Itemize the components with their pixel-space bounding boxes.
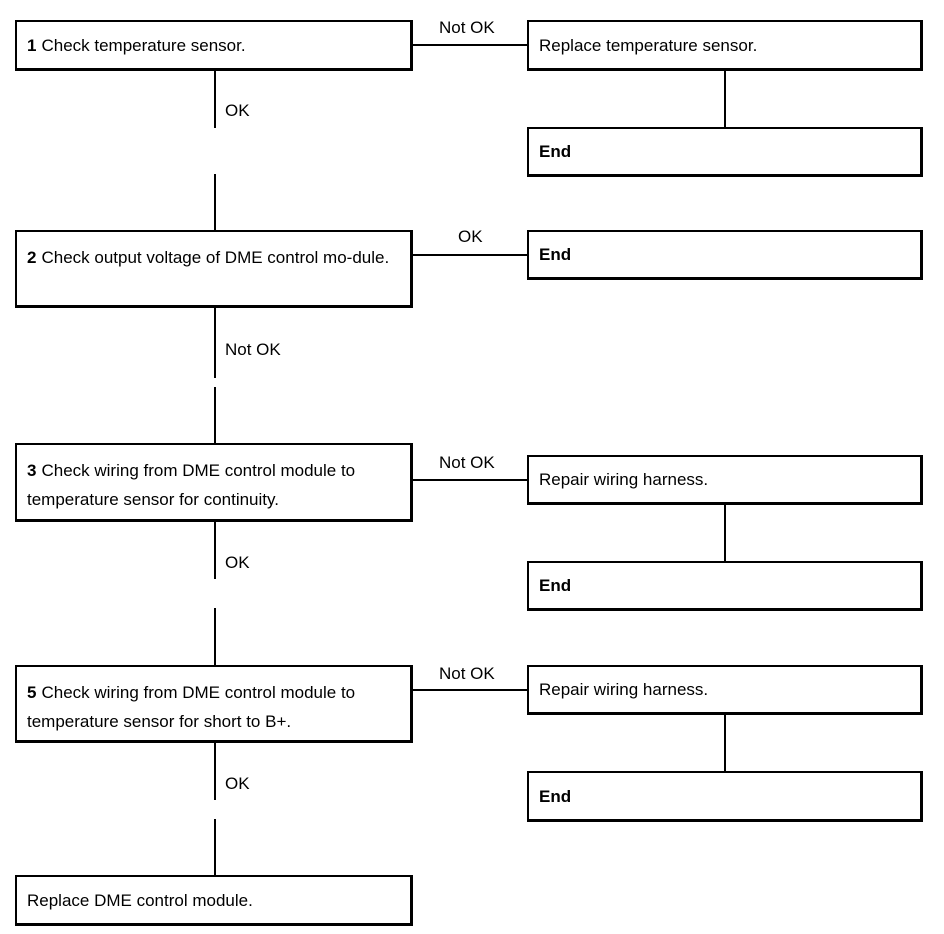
connector-action-3-end	[724, 505, 726, 562]
step-1-text: Check temperature sensor.	[41, 35, 246, 55]
connector-2-down-b	[214, 387, 216, 444]
connector-1-right	[413, 44, 528, 46]
connector-2-down-a	[214, 308, 216, 378]
label-not-ok-1: Not OK	[439, 18, 495, 37]
end-3-box: End	[527, 561, 923, 611]
connector-2-right	[413, 254, 528, 256]
label-not-ok-3: Not OK	[439, 453, 495, 472]
step-1-box: 1 Check temperature sensor.	[15, 20, 413, 71]
connector-5-down-b	[214, 819, 216, 876]
step-5-text: Check wiring from DME control module to …	[27, 683, 356, 731]
action-3-box: Repair wiring harness.	[527, 455, 923, 505]
end-5-text: End	[539, 786, 572, 806]
connector-action-1-end	[724, 71, 726, 128]
step-1-number: 1	[27, 35, 37, 55]
label-ok-1: OK	[225, 101, 250, 120]
step-2-number: 2	[27, 248, 37, 267]
action-1-text: Replace temperature sensor.	[539, 35, 758, 55]
label-not-ok-2: Not OK	[225, 340, 281, 359]
label-ok-3: OK	[225, 553, 250, 572]
connector-3-down-a	[214, 522, 216, 579]
action-1-box: Replace temperature sensor.	[527, 20, 923, 71]
connector-5-right	[413, 689, 528, 691]
connector-3-right	[413, 479, 528, 481]
end-2-box: End	[527, 230, 923, 280]
action-3-text: Repair wiring harness.	[539, 470, 709, 489]
connector-1-down-b	[214, 174, 216, 230]
action-5-text: Repair wiring harness.	[539, 680, 709, 699]
connector-5-down-a	[214, 743, 216, 800]
connector-action-5-end	[724, 715, 726, 772]
connector-1-down-a	[214, 71, 216, 128]
end-2-text: End	[539, 245, 572, 264]
label-ok-5: OK	[225, 774, 250, 793]
end-5-box: End	[527, 771, 923, 822]
step-3-number: 3	[27, 461, 37, 480]
step-3-text: Check wiring from DME control module to …	[27, 461, 356, 509]
end-3-text: End	[539, 576, 572, 595]
action-5-box: Repair wiring harness.	[527, 665, 923, 715]
label-not-ok-5: Not OK	[439, 664, 495, 683]
end-1-box: End	[527, 127, 923, 177]
final-step-text: Replace DME control module.	[27, 890, 253, 910]
step-5-number: 5	[27, 683, 37, 702]
final-step-box: Replace DME control module.	[15, 875, 413, 926]
step-2-text: Check output voltage of DME control mo-d…	[41, 248, 390, 267]
connector-3-down-b	[214, 608, 216, 665]
end-1-text: End	[539, 142, 572, 161]
label-ok-2: OK	[458, 227, 483, 246]
